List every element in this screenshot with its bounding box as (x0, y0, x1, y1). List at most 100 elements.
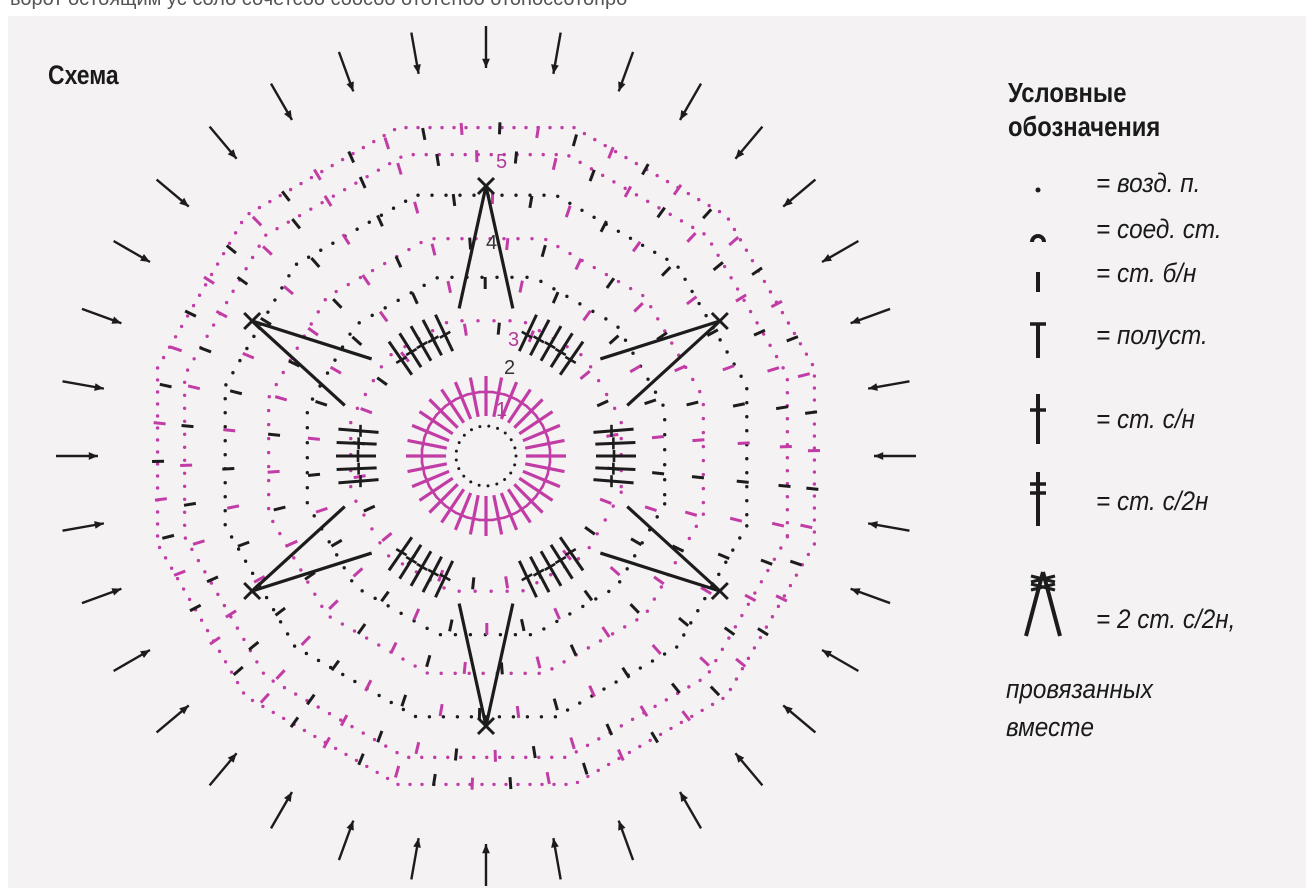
sc-stitch (800, 525, 812, 528)
cluster-leg (459, 604, 486, 726)
sc-stitch (331, 540, 341, 546)
round1-crossbar (467, 517, 481, 520)
sc-stitch (672, 684, 680, 693)
round1-crossbar (422, 462, 425, 476)
round1-stitch (514, 484, 542, 512)
round1-stitch (429, 399, 457, 427)
sc-stitch (711, 687, 719, 696)
sc-stitch (610, 336, 619, 344)
sc-stitch (790, 561, 801, 565)
sc-stitch (275, 397, 287, 400)
sc-stitch (700, 657, 709, 665)
legend-row-cluster: = 2 ст. с/2н, (1018, 562, 1314, 606)
sc-stitch (423, 128, 425, 140)
cropped-header-text: ворот остоящим ус соло сочетсоо соосоо о… (10, 0, 627, 11)
chain-round-5 (225, 195, 747, 717)
arrow-head (618, 81, 625, 91)
round1-stitch (470, 495, 478, 534)
sc-stitch (571, 645, 576, 656)
cluster-leg (459, 186, 486, 308)
sc-stitch (230, 391, 242, 394)
sc-stitch (286, 541, 297, 546)
cluster-leg (627, 507, 720, 591)
sc-stitch (391, 642, 396, 653)
round1-stitch (494, 495, 502, 534)
sc-stitch (363, 275, 370, 285)
chain-round-2 (351, 321, 621, 591)
sc-stitch (433, 774, 435, 786)
cluster-leg (252, 553, 371, 591)
sc-stitch (566, 206, 570, 217)
diagram-title: Схема (48, 60, 119, 91)
legend-text-tr: = ст. с/2н (1096, 486, 1208, 517)
double-dagger-icon (1018, 468, 1058, 528)
sc-stitch (585, 527, 595, 534)
sc-stitch (216, 311, 227, 317)
round1-crossbar (547, 437, 550, 451)
sc-stitch (382, 533, 391, 541)
sc-stitch (738, 443, 750, 444)
sc-stitch (554, 699, 557, 711)
sc-stitch (687, 297, 697, 304)
sc-stitch (222, 468, 234, 469)
sc-stitch (461, 123, 462, 135)
sc-stitch (609, 147, 614, 158)
sc-stitch (243, 353, 254, 358)
sc-stitch (432, 244, 435, 256)
legend-text-cluster: = 2 ст. с/2н, (1096, 604, 1235, 635)
sc-stitch (798, 374, 810, 377)
sc-stitch (767, 368, 778, 371)
sc-stitch (364, 506, 375, 511)
legend-cluster-continuation: провязанных вместе (1006, 670, 1153, 746)
sc-stitch (234, 667, 243, 675)
legend-row-tr: = ст. с/2н (1018, 468, 1314, 512)
round-label-4: 4 (486, 232, 497, 254)
sc-stitch (455, 749, 456, 761)
fan-stitch (337, 468, 377, 470)
sc-stitch (302, 636, 310, 645)
sc-stitch (675, 366, 686, 371)
sc-stitch (402, 695, 406, 706)
sc-stitch (542, 245, 545, 257)
sc-stitch (752, 268, 762, 275)
sc-stitch (745, 595, 756, 601)
sc-stitch (571, 737, 574, 748)
sc-stitch (354, 568, 363, 576)
sc-stitch (507, 238, 508, 250)
sc-stitch (758, 629, 768, 635)
legend-row-sc: = ст. б/н (1018, 256, 1314, 300)
legend-row-slip: = соед. ст. (1018, 212, 1314, 256)
cluster-leg (252, 507, 345, 591)
sc-stitch (276, 608, 286, 615)
sc-stitch (787, 337, 798, 341)
round1-stitch (525, 440, 564, 448)
legend-row-chain: = возд. п. (1018, 166, 1314, 210)
sc-stitch (580, 371, 589, 379)
sc-stitch (630, 604, 638, 613)
arrow-head (551, 64, 559, 74)
short-bar-icon (1018, 256, 1058, 316)
sc-stitch (553, 158, 556, 170)
sc-stitch (268, 434, 280, 435)
sc-stitch (325, 196, 331, 206)
sc-stitch (623, 668, 630, 678)
sc-stitch (652, 473, 664, 474)
round1-stitch (429, 484, 457, 512)
arrow-head (111, 316, 121, 323)
arrow-head (868, 383, 878, 391)
round1-crossbar (492, 392, 506, 395)
sc-stitch (377, 215, 382, 226)
round1-crossbar (422, 437, 425, 451)
sc-stitch (182, 425, 194, 426)
sc-stitch (292, 219, 300, 228)
sc-stitch (162, 535, 174, 538)
sc-stitch (276, 670, 284, 679)
arrow-head (346, 81, 353, 91)
arrow-head (111, 588, 121, 595)
round1-stitch (514, 399, 542, 427)
fan-stitch (595, 443, 635, 445)
sc-stitch (160, 384, 172, 387)
arrow-head (851, 588, 861, 595)
sc-stitch (654, 577, 664, 584)
sc-stitch (174, 571, 185, 575)
